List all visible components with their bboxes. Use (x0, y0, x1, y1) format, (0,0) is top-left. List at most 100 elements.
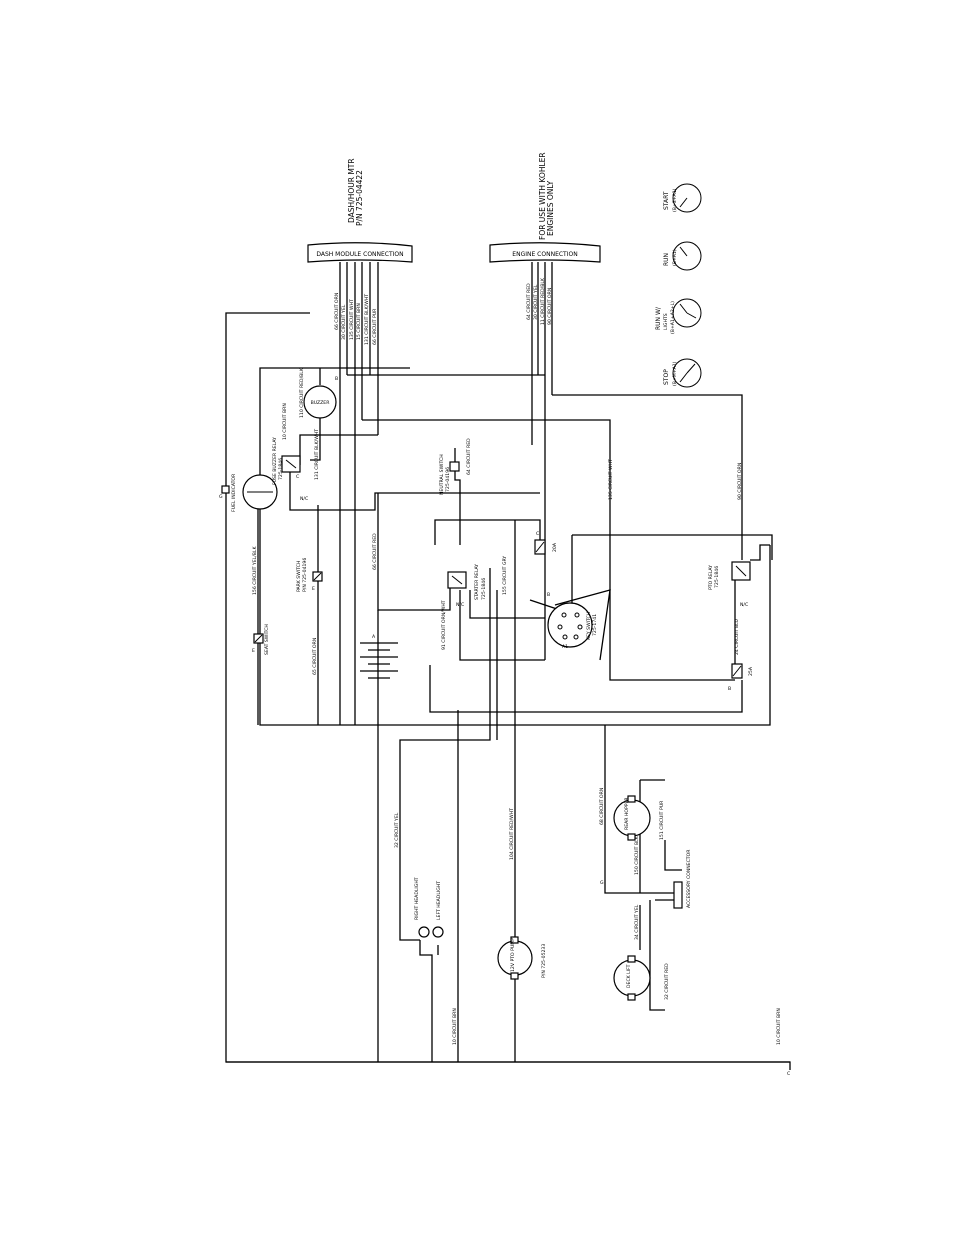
key-run-code: (B+A1) (672, 249, 678, 266)
key-position-run-lights: RUN W/ LIGHTS (B+A1+A2+L) (655, 298, 702, 334)
wire-c5: 135 CIRCUIT WHT (608, 459, 614, 500)
neutral-switch-label: NEUTRAL SWITCH (439, 454, 445, 495)
deck-lift-label: DECK LIFT (626, 964, 632, 988)
park-terminal-e: E (312, 586, 315, 592)
key-stop-name: STOP (663, 369, 670, 385)
engine-note-1: FOR USE WITH KOHLER (538, 152, 547, 240)
hour-meter (242, 474, 278, 510)
wire-c20: 32 CIRCUIT RED (664, 963, 670, 1000)
key-switch-label: KEY SWITCH (586, 612, 592, 640)
key-position-run: RUN (B+A1) (663, 241, 702, 271)
dash-circuit-3: 15 CIRCUIT BRN (356, 303, 362, 340)
park-switch-label: PARK SWITCH (296, 561, 302, 592)
headlights: RIGHT HEADLIGHT LEFT HEADLIGHT (414, 877, 444, 938)
engine-connection-label: ENGINE CONNECTION (512, 251, 577, 258)
pto-relay: PTO RELAY 725-1846 N/C (708, 561, 751, 608)
fuel-terminal-g: G (219, 494, 223, 500)
pto-pump: 12V PTO PUMP P/N 725-05233 (497, 936, 547, 980)
ground-terminal-c: C (787, 1071, 790, 1077)
park-switch: PARK SWITCH P/N 725-04196 E (296, 558, 323, 592)
engine-circuit-1: 30 CIRCUIT YEL (533, 284, 539, 320)
starter-nc: N/C (456, 602, 464, 608)
right-headlight-label: RIGHT HEADLIGHT (414, 877, 420, 920)
dash-circuit-1: 30 CIRCUIT YEL (341, 304, 347, 340)
wire-c15: 10 CIRCUIT BRN (452, 1008, 458, 1045)
dash-circuit-5: 66 CIRCUIT PUR (372, 308, 378, 345)
wire-c17: 150 CIRCUIT BLK (634, 835, 640, 875)
fuse20-terminal-c: C (536, 531, 539, 537)
engine-note-2: ENGINES ONLY (546, 180, 555, 236)
wire-c2: 110 CIRCUIT RED/BLK (299, 367, 305, 418)
keysw-terminal-a1: A1 (562, 644, 568, 650)
wire-c18: 151 CIRCUIT PUR (659, 800, 665, 840)
key-run-lights-code: LIGHTS (663, 313, 669, 330)
dash-note-2: P/N 725-04422 (355, 170, 364, 226)
key-start-code: (B+S+A1) (672, 188, 678, 212)
wire-network (225, 262, 791, 1070)
fuse-20a: 20A (534, 539, 558, 555)
accessory-connector: ACCESSORY CONNECTOR (673, 849, 692, 909)
dash-note-1: DASH/HOUR MTR (347, 158, 356, 223)
neutral-switch-pn: 725-04196 (445, 467, 451, 492)
acc-terminal-g: G (600, 880, 604, 886)
fuel-indicator-label: FUEL INDICATOR (231, 473, 237, 512)
pto-relay-pn: 725-1846 (714, 566, 720, 588)
key-start-name: START (663, 191, 670, 210)
wire-c11: 155 CIRCUIT GRY (502, 556, 508, 595)
dash-circuit-2: 135 CIRCUIT WHT (349, 299, 355, 340)
fuse-20a-label: 20A (552, 542, 558, 552)
fuse25-terminal-b: B (728, 686, 731, 692)
deck-lift-motor: DECK LIFT (613, 955, 651, 1001)
key-switch-pn: 725-1741 (592, 614, 598, 636)
dash-circuit-0: 66 CIRCUIT ORN (334, 293, 340, 330)
key-switch: KEY SWITCH 725-1741 (547, 602, 598, 648)
wire-c19: 34 CIRCUIT YEL (634, 904, 640, 940)
rear-hopper-motor: REAR HOPPER (613, 795, 651, 841)
neutral-switch: NEUTRAL SWITCH 725-04196 (439, 454, 460, 495)
wire-c1: 10 CIRCUIT BRN (282, 403, 288, 440)
wire-c8: 66 CIRCUIT RED (372, 533, 378, 570)
battery-terminal: A (372, 634, 376, 640)
key-run-name: RUN (663, 253, 670, 266)
key-stop-code: (B+M+A1) (672, 361, 678, 386)
dash-module-connector: DASH MODULE CONNECTION DASH/HOUR MTR P/N… (307, 158, 413, 263)
left-headlight-label: LEFT HEADLIGHT (436, 881, 442, 920)
seat-switch-label: SEAT SWITCH (264, 624, 270, 655)
fuse-buzzer-relay: FUSE BUZZER RELAY 725-1846 C N/C (272, 437, 308, 502)
wire-c4: 64 CIRCUIT RED (466, 438, 472, 475)
park-switch-pn: P/N 725-04196 (302, 558, 308, 592)
wire-c10: 91 CIRCUIT ORN/WHT (441, 600, 447, 650)
engine-circuit-labels: 64 CIRCUIT RED 30 CIRCUIT YEL 11 CIRCUIT… (526, 277, 553, 325)
fbr-label: FUSE BUZZER RELAY (272, 437, 278, 485)
seat-terminal-e: E (252, 648, 255, 654)
wire-labels: 10 CIRCUIT BRN 110 CIRCUIT RED/BLK 131 C… (252, 367, 782, 1045)
dash-circuit-4: 131 CIRCUIT BLK/WHT (364, 294, 370, 345)
pto-nc: N/C (740, 602, 748, 608)
starter-relay-pn: 725-1846 (481, 578, 487, 600)
pto-pump-pn: P/N 725-05233 (541, 944, 547, 978)
key-run-lights-name: RUN W/ (655, 306, 662, 330)
engine-connector: ENGINE CONNECTION FOR USE WITH KOHLER EN… (489, 152, 601, 263)
starter-relay: STARTER RELAY 725-1846 N/C (447, 564, 487, 608)
wire-c12: 24 CIRCUIT BLU (734, 619, 740, 655)
buzzer-label: BUZZER (311, 400, 331, 406)
keysw-terminal-b: B (547, 592, 550, 598)
battery: A (360, 634, 398, 679)
fbr-nc: N/C (300, 496, 308, 502)
engine-circuit-2: 11 CIRCUIT RED/BLK (540, 277, 546, 325)
rear-hopper-label: REAR HOPPER (624, 797, 630, 830)
buzzer: BUZZER B (303, 376, 338, 419)
key-position-start: START (B+S+A1) (663, 183, 702, 213)
wire-c6: 90 CIRCUIT ORN (737, 463, 743, 500)
fbr-pn: 725-1846 (278, 458, 284, 480)
wire-c7: 156 CIRCUIT YEL/BLK (252, 546, 258, 595)
accessory-label: ACCESSORY CONNECTOR (686, 849, 692, 908)
fuel-indicator: FUEL INDICATOR G (219, 473, 237, 512)
pto-pump-label: 12V PTO PUMP (510, 938, 516, 972)
engine-circuit-3: 90 CIRCUIT ORN (547, 288, 553, 325)
starter-relay-label: STARTER RELAY (474, 564, 480, 600)
buzzer-terminal: B (335, 376, 338, 382)
fuse-25a: 25A (731, 663, 754, 679)
wire-c14: 104 CIRCUIT RED/WHT (509, 808, 515, 860)
